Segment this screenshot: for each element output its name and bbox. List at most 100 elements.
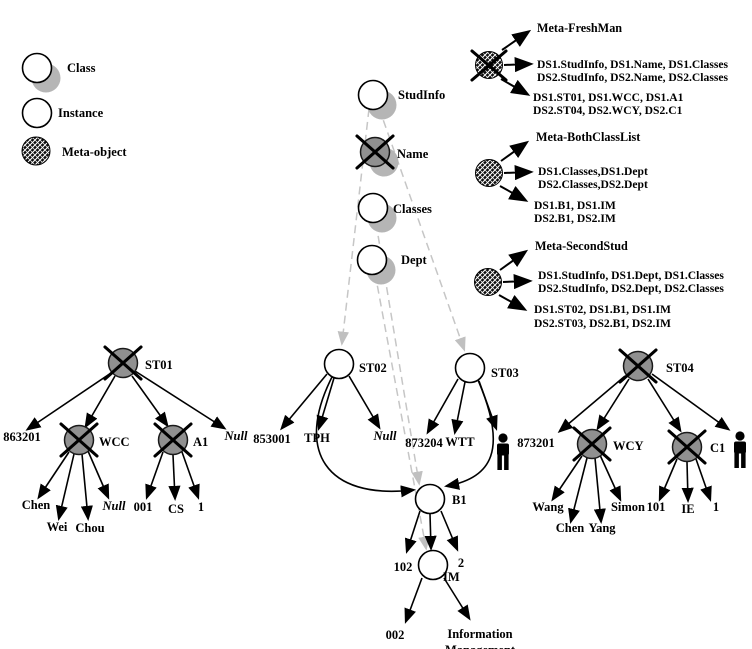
edge-a1-cs [168,454,181,502]
a1-leaf-001: 001 [134,500,153,514]
st01-null-leaf: Null [224,429,248,443]
instance-swatch [21,97,53,129]
meta2-title: Meta-BothClassList [536,130,640,144]
meta3-instances-line1: DS1.ST02, DS1.B1, DS1.IM [534,303,671,316]
b1-node [414,483,446,515]
st02-name-leaf: TPH [304,431,330,445]
wcc-leaf-wei: Wei [47,520,68,534]
edge-st01-id [25,372,112,431]
edge-st01-wcc [84,375,116,429]
edge-c1-101 [658,458,678,502]
wcc-cross [59,422,99,458]
edge-wcy-wang [551,455,583,502]
schema-column: StudInfo Name Classes Dept [355,79,445,285]
b1-label: B1 [452,493,467,507]
im-node [417,549,449,581]
st01-cross [103,345,143,381]
meta2-classes-line2: DS2.Classes,DS2.Dept [538,178,648,191]
legend-instance-label: Instance [58,106,104,120]
wcy-label: WCY [613,439,644,453]
edge-im-002 [404,577,423,624]
c1-leaf-1: 1 [713,500,719,514]
edge-st04-id [557,375,626,433]
edge-st03-id [426,378,459,435]
classes-node [357,192,389,224]
edge-meta1-instances [500,78,531,96]
a1-cross [153,422,193,458]
tree-im: IM 002 Information Management [386,549,516,649]
class-instance-links [337,107,466,551]
tree-st02: ST02 853001 TPH Null [253,348,417,498]
wcc-leaf-null: Null [102,499,126,513]
b1-leaf-102: 102 [394,560,413,574]
meta-object-swatch [21,136,51,166]
edge-b1-2 [440,510,459,552]
meta2-classes-line1: DS1.Classes,DS1.Dept [538,165,648,178]
c1-cross [667,429,707,465]
edge-wcc-wei [55,453,75,521]
edge-st01-a1 [131,375,169,428]
wcc-leaf-chou: Chou [75,521,104,535]
edge-wcc-chen [37,451,70,500]
a1-label: A1 [193,435,208,449]
c1-label: C1 [710,441,725,455]
name-label: Name [397,147,429,161]
edge-wcy-chen [568,457,588,524]
edge-meta3-title [499,249,529,271]
name-cross [355,134,395,170]
meta2-instances-line1: DS1.B1, DS1.IM [534,199,616,212]
edge-wcc-null [87,450,110,500]
meta-annotation-freshman: Meta-FreshMan DS1.StudInfo, DS1.Name, DS… [470,21,728,117]
studinfo-label: StudInfo [398,88,445,102]
meta1-title: Meta-FreshMan [537,21,622,35]
legend-meta-label: Meta-object [62,145,127,159]
meta-annotation-secondstud: Meta-SecondStud DS1.StudInfo, DS1.Dept, … [474,239,724,330]
a1-leaf-cs: CS [168,502,184,516]
edge-a1-1 [181,451,200,500]
edge-meta1-classes [503,56,534,73]
wcy-leaf-chen: Chen [556,521,585,535]
st02-null-leaf: Null [373,429,397,443]
b1-leaf-2: 2 [458,556,464,570]
wcy-cross [572,426,612,462]
classes-label: Classes [393,202,432,216]
meta-bothclasslist-node [475,159,503,187]
st01-id-leaf: 863201 [3,430,41,444]
edge-meta2-title [500,140,530,162]
person-icon [497,433,509,470]
meta3-classes-line1: DS1.StudInfo, DS1.Dept, DS1.Classes [538,269,724,282]
class-swatch [21,52,53,84]
im-leaf-information: Information [447,627,512,641]
edge-st04-c1 [647,378,682,433]
meta-annotation-bothclasslist: Meta-BothClassList DS1.Classes,DS1.Dept … [475,130,648,225]
edge-st02-tph [316,377,335,431]
meta3-classes-line2: DS2.StudInfo, DS2.Dept, DS2.Classes [538,282,724,295]
st04-id-leaf: 873201 [517,436,555,450]
st03-node [454,352,486,384]
link-dept-im [374,272,430,551]
edge-meta2-instances [499,185,529,202]
edge-meta3-classes [502,273,533,290]
edge-st03-wtt [451,381,466,435]
person-icon [734,431,746,468]
meta-secondstud-node [474,268,502,296]
edge-st03-b1 [444,379,494,490]
st04-cross [618,348,658,384]
tree-st03: ST03 873204 WTT [405,352,519,490]
st02-label: ST02 [359,361,387,375]
edge-c1-ie [681,461,694,504]
edge-im-information [443,577,471,621]
im-label: IM [443,570,460,584]
st02-id-leaf: 853001 [253,432,291,446]
edge-meta1-title [501,29,532,51]
meta3-title: Meta-SecondStud [535,239,628,253]
st04-label: ST04 [666,361,695,375]
tree-b1: B1 102 2 [394,483,467,574]
c1-leaf-101: 101 [647,500,666,514]
im-leaf-management: Management [445,643,516,649]
st03-id-leaf: 873204 [405,436,443,450]
st03-name-leaf: WTT [445,435,475,449]
edge-st01-null [134,370,227,430]
edge-c1-1 [695,458,712,502]
